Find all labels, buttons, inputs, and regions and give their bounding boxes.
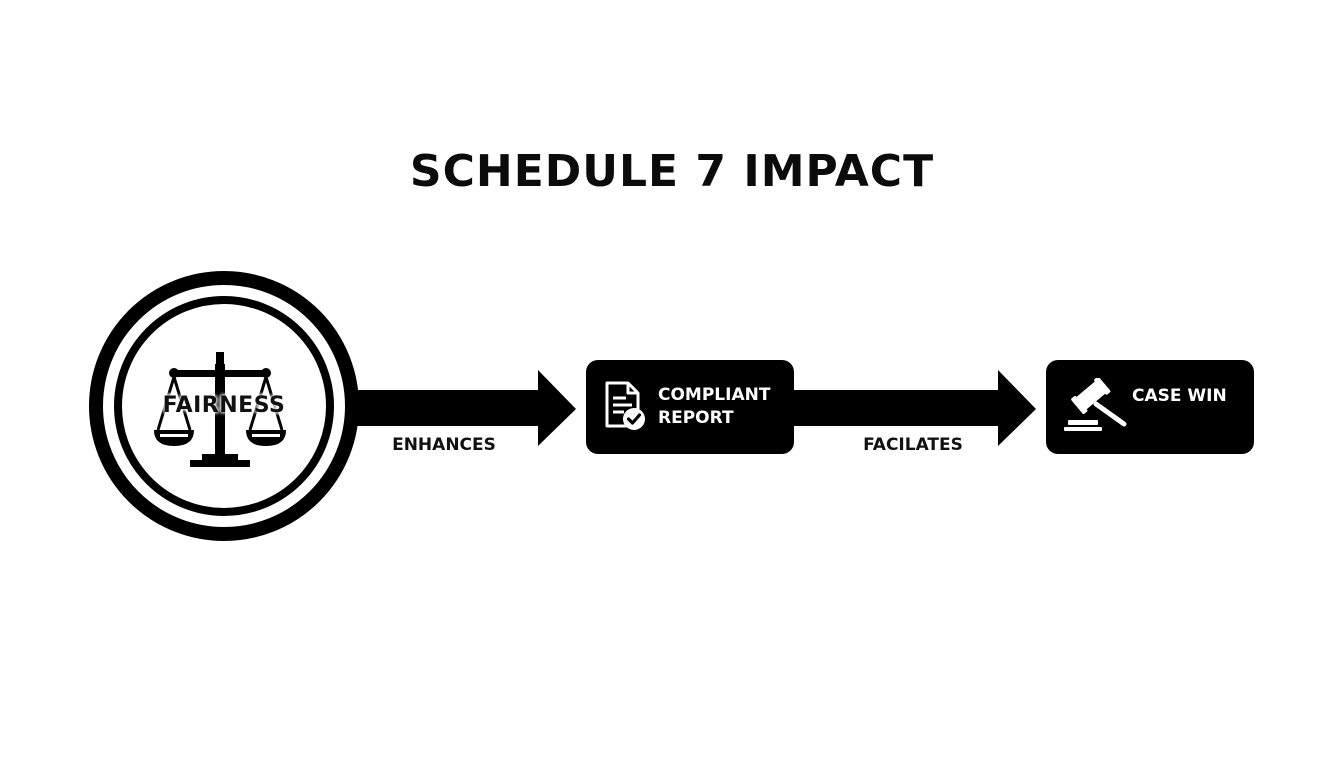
compliant-report-label-line2: REPORT [658, 408, 734, 428]
case-win-label: CASE WIN [1132, 386, 1227, 406]
document-check-icon [605, 381, 645, 430]
compliant-report-node: COMPLIANT REPORT [586, 360, 794, 454]
diagram-title: SCHEDULE 7 IMPACT [409, 146, 935, 197]
enhances-arrow [340, 370, 576, 446]
facilitates-arrow [790, 370, 1036, 446]
scales-of-justice-icon [154, 352, 286, 467]
fairness-label: FAIRNESS [162, 393, 286, 418]
facilitates-label: FACILATES [863, 435, 963, 455]
case-win-node: CASE WIN [1046, 360, 1254, 454]
compliant-report-label: COMPLIANT REPORT [658, 384, 770, 430]
compliant-report-label-line1: COMPLIANT [658, 385, 771, 405]
gavel-icon [1064, 378, 1127, 431]
enhances-label: ENHANCES [392, 435, 496, 455]
